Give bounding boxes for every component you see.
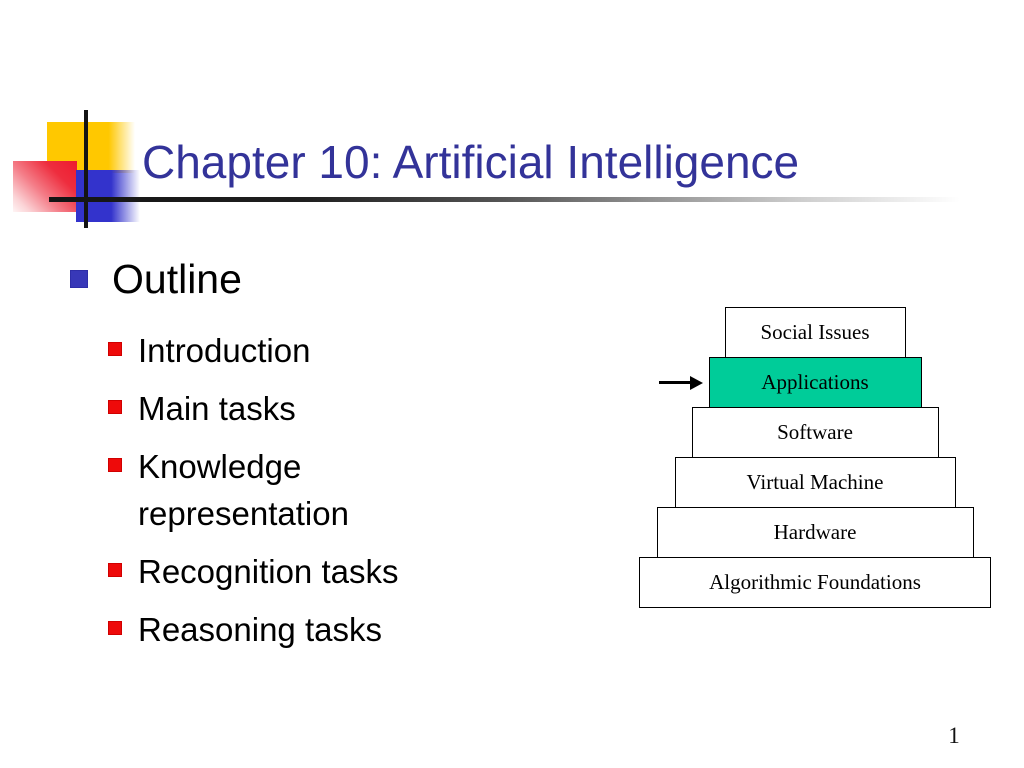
diagram-layer-applications: Applications [639, 357, 991, 408]
diagram-layer-software: Software [639, 407, 991, 458]
logo-red-square [13, 161, 77, 212]
diagram-layer-algorithmic-foundations: Algorithmic Foundations [639, 557, 991, 608]
layer-stack-diagram: Social Issues Applications Software Virt… [639, 307, 991, 608]
outline-item: Main tasks [70, 385, 500, 432]
red-square-bullet-icon [108, 400, 122, 414]
outline-item-label: Main tasks [138, 390, 296, 427]
outline-section: Outline Introduction Main tasks Knowledg… [70, 256, 500, 664]
title-underline-rule [49, 197, 960, 202]
outline-heading: Outline [112, 256, 242, 302]
red-square-bullet-icon [108, 621, 122, 635]
arrow-shaft [658, 380, 691, 385]
arrow-head [689, 375, 703, 390]
layer-box: Social Issues [724, 307, 906, 358]
red-square-bullet-icon [108, 458, 122, 472]
outline-item: Knowledge representation [70, 443, 500, 537]
outline-item: Introduction [70, 327, 500, 374]
layer-box: Algorithmic Foundations [639, 557, 991, 608]
logo-crosshair-vertical-line [84, 110, 88, 228]
outline-item-label: Knowledge representation [138, 448, 349, 532]
arrow-right-icon [658, 375, 703, 390]
layer-box: Software [691, 407, 939, 458]
layer-box-highlighted: Applications [658, 357, 922, 408]
red-square-bullet-icon [108, 342, 122, 356]
slide-title: Chapter 10: Artificial Intelligence [142, 136, 800, 188]
outline-item-list: Introduction Main tasks Knowledge repres… [70, 327, 500, 653]
outline-item: Reasoning tasks [70, 606, 500, 653]
layer-box: Hardware [656, 507, 974, 558]
layer-label: Applications [761, 370, 869, 394]
outline-item-label: Introduction [138, 332, 311, 369]
blue-square-bullet-icon [70, 270, 88, 288]
outline-item-label: Recognition tasks [138, 553, 399, 590]
outline-heading-row: Outline [70, 256, 500, 302]
diagram-layer-virtual-machine: Virtual Machine [639, 457, 991, 508]
diagram-layer-hardware: Hardware [639, 507, 991, 558]
red-square-bullet-icon [108, 563, 122, 577]
outline-item: Recognition tasks [70, 548, 500, 595]
page-number: 1 [948, 723, 960, 748]
layer-box: Virtual Machine [674, 457, 956, 508]
diagram-layer-social-issues: Social Issues [639, 307, 991, 358]
outline-item-label: Reasoning tasks [138, 611, 382, 648]
